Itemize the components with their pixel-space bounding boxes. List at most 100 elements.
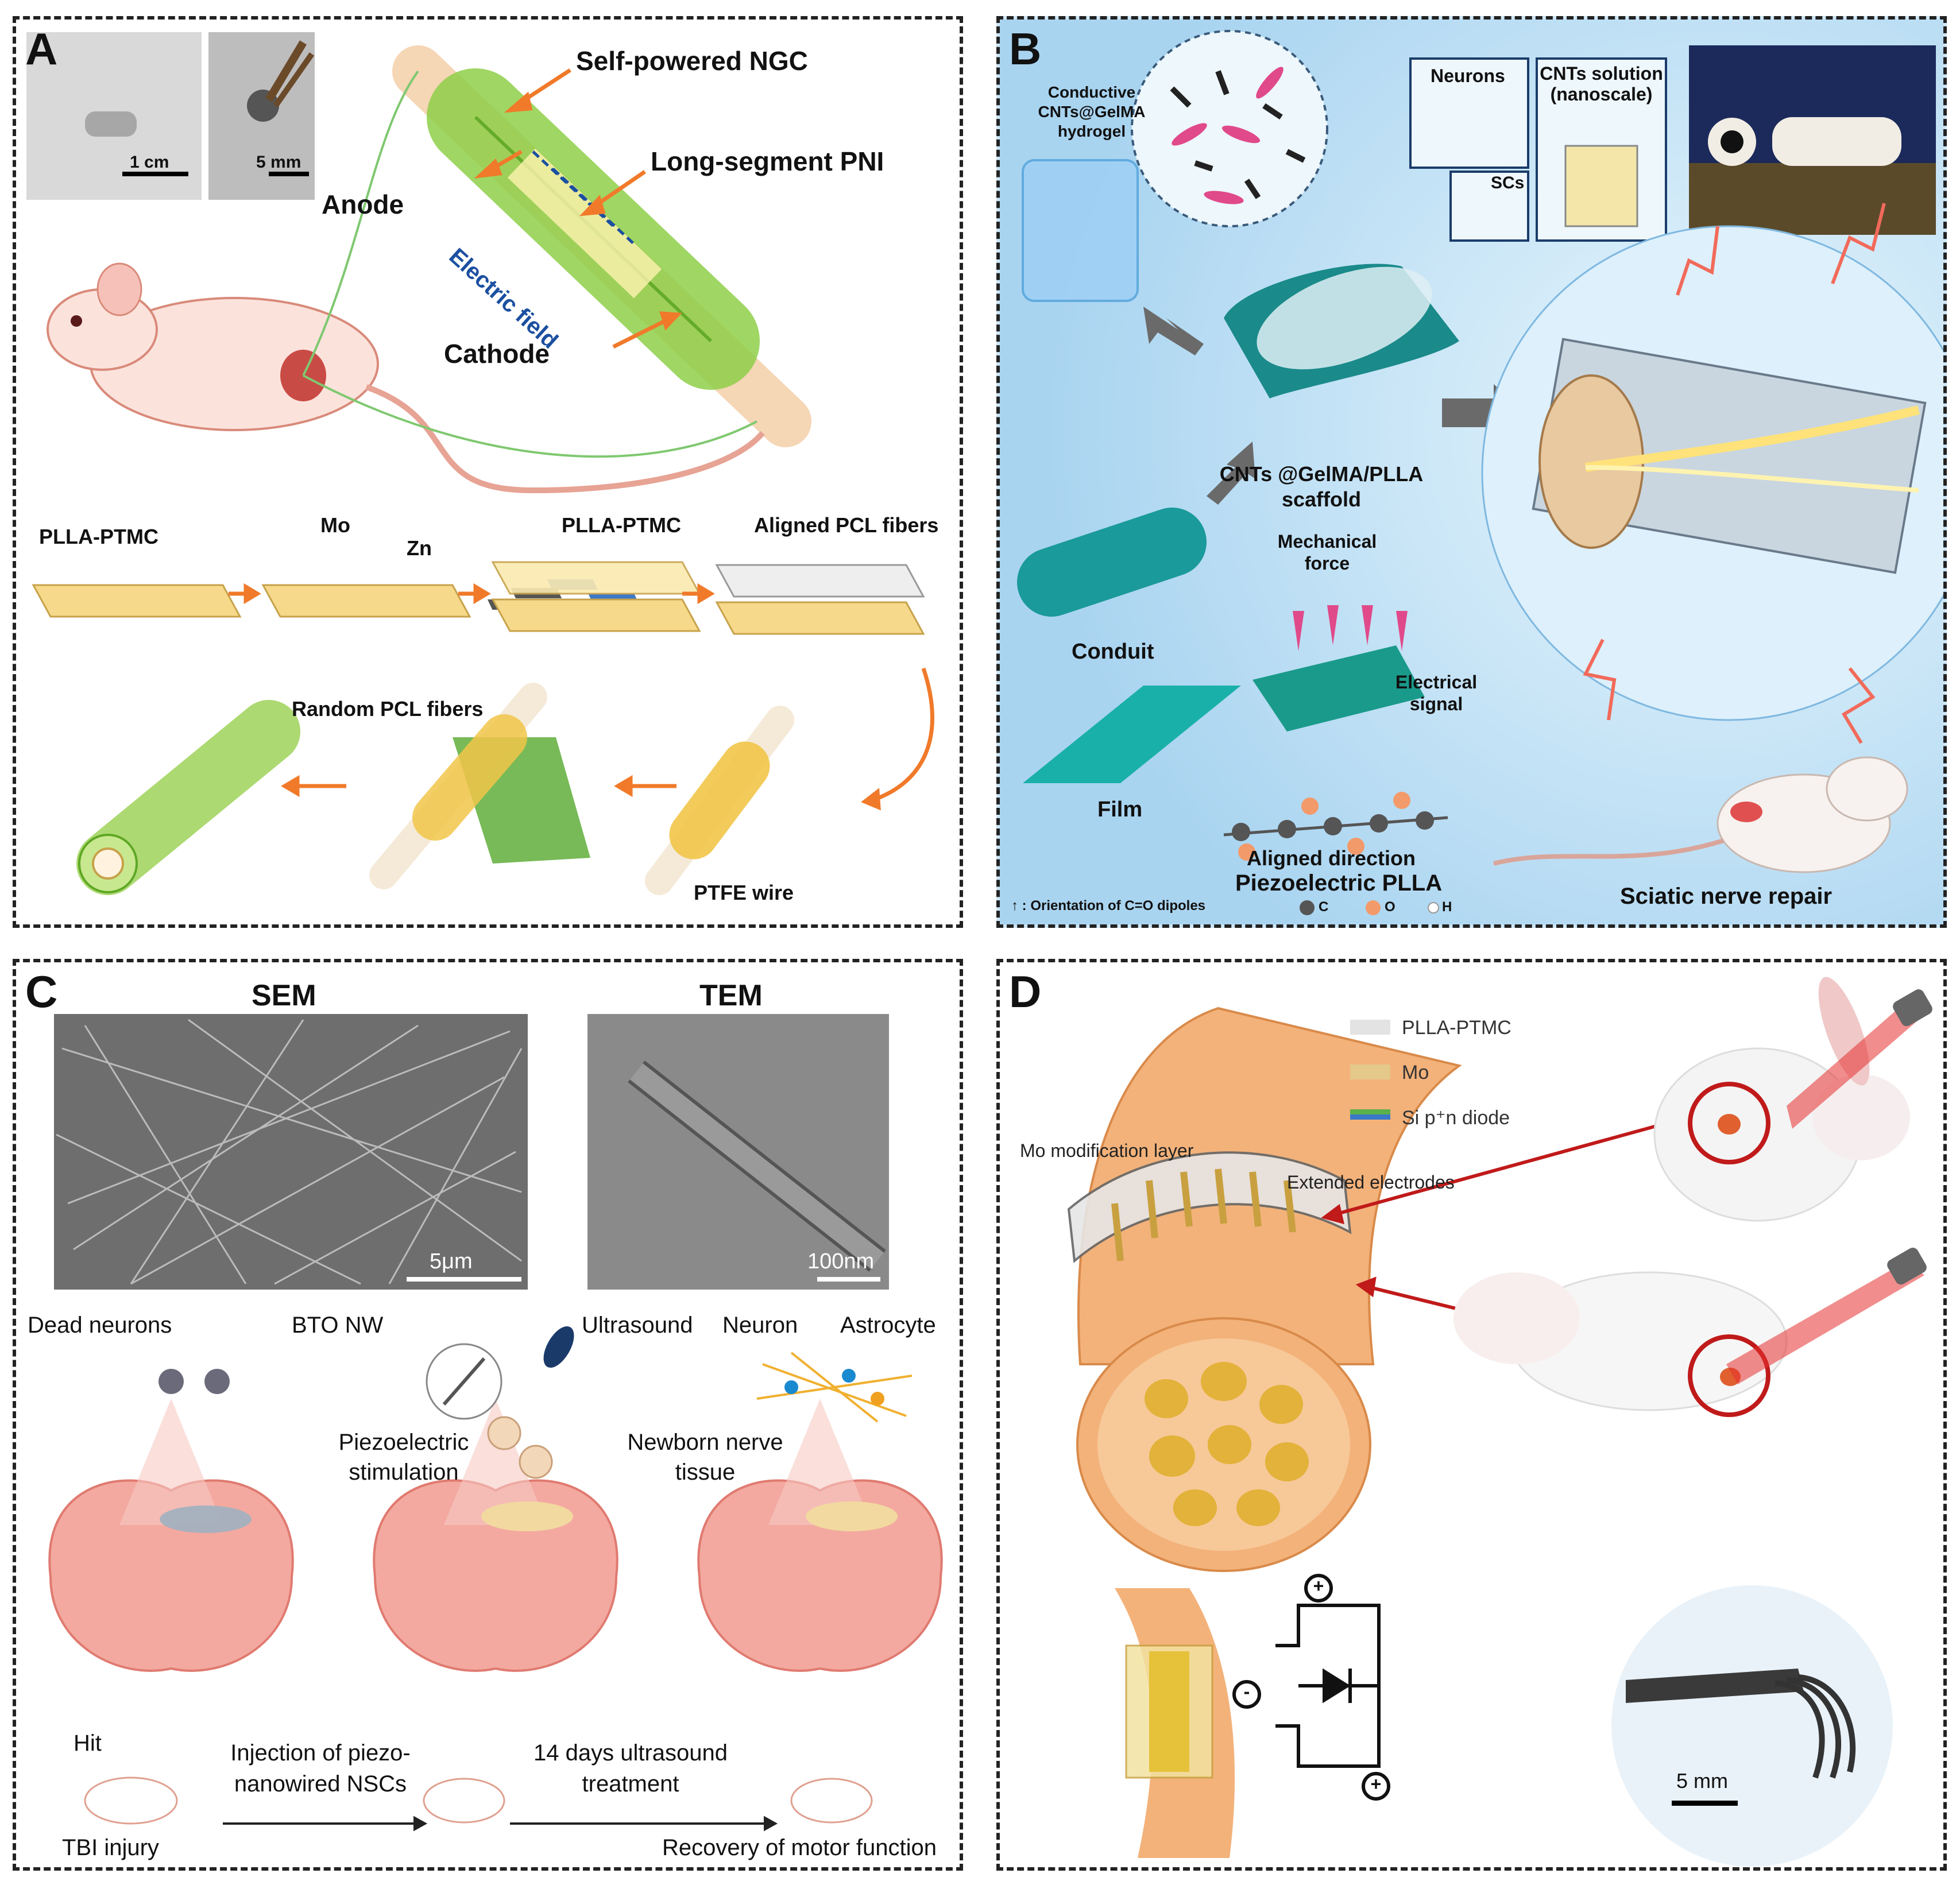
orientation-text: Orientation of C=O dipoles (1030, 898, 1206, 914)
cnt-strokes (1170, 70, 1306, 199)
mouse-c-3 (790, 1778, 873, 1824)
panel-b-drawing (1000, 20, 1943, 924)
legend-c-label: C (1319, 899, 1329, 915)
hit-label: Hit (74, 1731, 102, 1756)
timeline-arrows (223, 1816, 778, 1832)
hydrogel-cube (1022, 159, 1139, 302)
sem-scale: 5μm (430, 1249, 473, 1274)
anode-label: Anode (322, 189, 404, 219)
panel-d-label: D (1009, 966, 1042, 1017)
cnts-solution-label: CNTs solution (nanoscale) (1540, 63, 1663, 104)
neurons-box (1409, 57, 1529, 169)
tbi-injury-label: TBI injury (62, 1835, 159, 1860)
legend-h-label: H (1442, 899, 1452, 915)
step-aligned-pcl: Aligned PCL fibers (754, 513, 939, 537)
ultrasound-treatment-label: 14 days ultrasound treatment (533, 1740, 728, 1797)
rat (1453, 1248, 1927, 1417)
step-plla-ptmc-1: PLLA-PTMC (39, 525, 158, 548)
aligned-direction-label: Aligned direction (1247, 846, 1416, 870)
brain-2 (373, 1326, 618, 1672)
legend-si-swatch (1350, 1109, 1390, 1114)
step-mo: Mo (320, 513, 350, 537)
cathode-label: Cathode (444, 339, 550, 369)
circuit-minus: - (1243, 1681, 1250, 1702)
piezo-stim-label: Piezoelectric stimulation (338, 1430, 469, 1485)
photo-scale-label: 5 mm (1676, 1769, 1728, 1793)
neuron-label: Neuron (722, 1313, 798, 1338)
extended-electrodes-label: Extended electrodes (1287, 1172, 1455, 1193)
panel-d: D PLLA-PTMC Mo Si p⁺n diode Mo modificat… (996, 959, 1947, 1871)
neurons-label: Neurons (1431, 65, 1505, 86)
panel-a-drawing (26, 32, 934, 895)
legend-si-label: Si p⁺n diode (1402, 1107, 1510, 1129)
legend-c-dot (1300, 900, 1315, 915)
recovery-label: Recovery of motor function (662, 1835, 937, 1860)
bto-nw-label: BTO NW (292, 1313, 384, 1338)
rabbit (1653, 977, 1932, 1222)
conduit-label: Conduit (1072, 640, 1154, 664)
legend-o-label: O (1385, 899, 1395, 915)
panel-d-drawing (1067, 977, 1932, 1867)
panel-c-drawing (48, 1014, 943, 1832)
fabrication-steps (32, 561, 934, 895)
hydrogel-label: Conductive CNTs@GelMA hydrogel (1038, 83, 1146, 140)
self-powered-ngc-label: Self-powered NGC (576, 46, 808, 76)
tem-scale: 100nm (807, 1249, 875, 1274)
mouse-c-1 (84, 1776, 178, 1825)
panel-c: C SEM TEM 5μm 100nm Dead neurons BTO NW … (13, 959, 963, 1871)
circuit-diagram (1232, 1574, 1390, 1801)
sem-title: SEM (252, 979, 316, 1012)
piezo-film (1252, 645, 1425, 731)
injection-label: Injection of piezo-nanowired NSCs (230, 1740, 411, 1797)
scaffold-label: CNTs @GelMA/PLLA scaffold (1219, 462, 1424, 511)
step-ptfe-wire: PTFE wire (694, 881, 794, 904)
ultrasound-label: Ultrasound (582, 1313, 693, 1338)
force-arrows (1293, 605, 1408, 651)
brain-1 (48, 1369, 294, 1672)
dead-neurons-label: Dead neurons (28, 1313, 172, 1338)
mouse-c-2 (423, 1778, 505, 1824)
step-zn: Zn (407, 536, 432, 560)
panel-a-label: A (25, 24, 58, 74)
piezoelectric-plla-label: Piezoelectric PLLA (1235, 870, 1443, 896)
legend-mo-swatch (1350, 1065, 1390, 1079)
panel-c-label: C (25, 966, 58, 1017)
panel-b: B Conductive CNTs@GelMA hydrogel Neurons… (996, 16, 1947, 928)
sem-image (54, 1014, 528, 1290)
legend-plla-label: PLLA-PTMC (1402, 1017, 1511, 1039)
mo-modification-label: Mo modification layer (1020, 1140, 1194, 1161)
long-segment-pni-label: Long-segment PNI (651, 146, 884, 176)
legend-plla-swatch (1350, 1020, 1390, 1035)
device-photo-circle (1611, 1585, 1893, 1867)
conduit-shape (1017, 508, 1207, 617)
inset-scale-1cm: 1 cm (130, 153, 169, 172)
astrocyte-label: Astrocyte (840, 1313, 936, 1338)
step-plla-ptmc-2: PLLA-PTMC (562, 513, 681, 537)
sciatic-nerve-label: Sciatic nerve repair (1620, 884, 1833, 909)
legend-o-dot (1366, 900, 1381, 915)
inset-scale-5mm: 5 mm (256, 153, 301, 172)
scs-box (1449, 171, 1529, 242)
legend-h-dot (1428, 902, 1439, 914)
panel-b-label: B (1009, 24, 1042, 74)
panel-a-pointer-arrows (474, 68, 682, 349)
film-label: Film (1097, 798, 1143, 822)
lightning (1583, 203, 1886, 744)
circuit-plus-1: + (1313, 1576, 1324, 1596)
brain-3 (697, 1352, 943, 1672)
legend-mo-label: Mo (1402, 1062, 1429, 1083)
limb-with-device (1115, 1588, 1235, 1858)
nerve-illustration (1067, 1007, 1462, 1572)
tem-title: TEM (699, 979, 763, 1012)
panel-a: A 1 cm 5 mm Self-powered NGC Long-segmen… (13, 16, 963, 928)
plla-molecule (1223, 792, 1448, 861)
mouse-illustration (47, 70, 765, 494)
newborn-tissue-label: Newborn nerve tissue (627, 1430, 783, 1485)
orientation-legend: ↑ : Orientation of C=O dipoles (1011, 898, 1206, 914)
circuit-plus-2: + (1370, 1774, 1382, 1794)
step-random-pcl: Random PCL fibers (292, 697, 484, 721)
schwann-cells (1172, 67, 1284, 204)
scs-label: SCs (1491, 173, 1525, 192)
film-shape (1023, 686, 1241, 783)
electrical-signal-label: Electrical signal (1395, 672, 1478, 714)
